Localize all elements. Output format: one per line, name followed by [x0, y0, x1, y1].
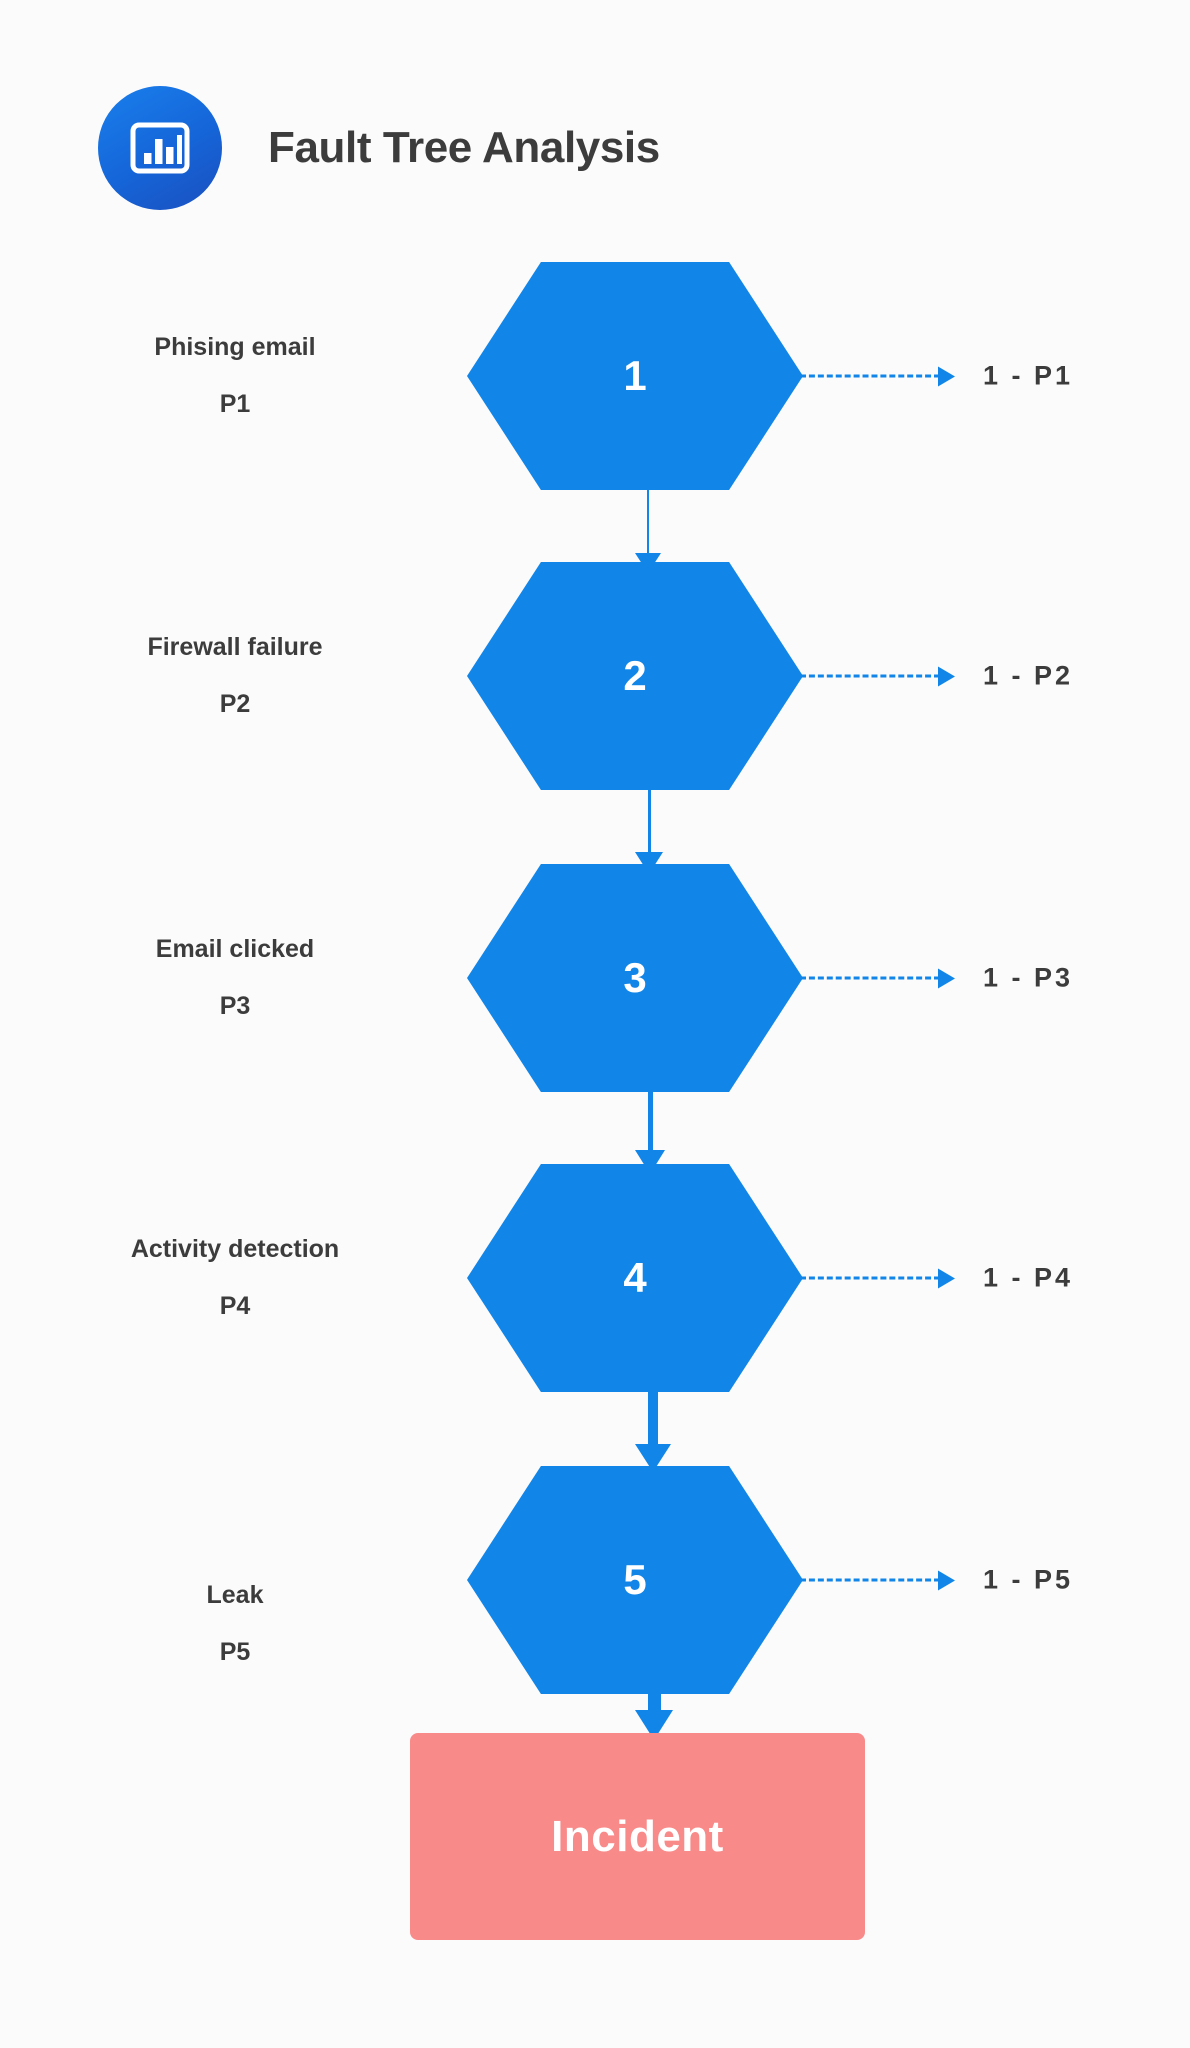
dashed-line-icon [800, 674, 940, 678]
dashed-line-icon [800, 1578, 940, 1582]
dashed-line-icon [800, 976, 940, 980]
connector-2-to-3 [635, 790, 663, 874]
connector-3-to-4 [635, 1092, 665, 1174]
node-label-3: Email clicked P3 [40, 934, 430, 1021]
node-hexagon-3[interactable]: 3 [467, 864, 803, 1092]
page-header: Fault Tree Analysis [98, 86, 660, 210]
node-hexagon-4[interactable]: 4 [467, 1164, 803, 1392]
complement-label-4: 1 - P4 [983, 1262, 1074, 1293]
node-number-4: 4 [623, 1254, 647, 1301]
node-title-1: Phising email [154, 332, 316, 361]
node-hexagon-5[interactable]: 5 [467, 1466, 803, 1694]
arrowhead-icon [938, 666, 955, 686]
node-hexagon-2[interactable]: 2 [467, 562, 803, 790]
node-number-5: 5 [623, 1556, 647, 1603]
node-hexagon-1[interactable]: 1 [467, 262, 803, 490]
complement-branch-3: 1 - P3 [800, 963, 1073, 994]
arrowhead-icon [938, 366, 955, 386]
node-number-3: 3 [623, 954, 647, 1001]
fault-node-3: Email clicked P3 3 1 - P3 [0, 864, 1190, 1092]
complement-label-2: 1 - P2 [983, 660, 1074, 691]
fault-node-4: Activity detection P4 4 1 - P4 [0, 1164, 1190, 1392]
node-title-4: Activity detection [130, 1234, 340, 1263]
connector-1-to-2 [635, 490, 661, 573]
fault-node-5: Leak P5 5 1 - P5 [0, 1466, 1190, 1694]
node-label-2: Firewall failure P2 [40, 632, 430, 719]
connector-4-to-5 [635, 1392, 671, 1472]
node-probability-2: P2 [219, 689, 251, 718]
node-label-5: Leak P5 [40, 1580, 430, 1667]
node-number-2: 2 [623, 652, 647, 699]
complement-label-3: 1 - P3 [983, 962, 1074, 993]
fault-node-2: Firewall failure P2 2 1 - P2 [0, 562, 1190, 790]
arrowhead-icon [938, 1570, 955, 1590]
fault-node-1: Phising email P1 1 1 - P1 [0, 262, 1190, 490]
node-label-1: Phising email P1 [40, 332, 430, 419]
node-label-4: Activity detection P4 [40, 1234, 430, 1321]
complement-branch-5: 1 - P5 [800, 1565, 1073, 1596]
complement-branch-1: 1 - P1 [800, 361, 1073, 392]
node-title-5: Leak [206, 1580, 264, 1609]
complement-branch-4: 1 - P4 [800, 1263, 1073, 1294]
complement-branch-2: 1 - P2 [800, 661, 1073, 692]
page-title: Fault Tree Analysis [268, 123, 660, 172]
arrowhead-icon [938, 968, 955, 988]
node-probability-3: P3 [219, 991, 251, 1020]
node-title-2: Firewall failure [147, 632, 323, 661]
bar-chart-icon [98, 86, 222, 210]
arrowhead-icon [938, 1268, 955, 1288]
node-number-1: 1 [623, 352, 647, 399]
dashed-line-icon [800, 374, 940, 378]
dashed-line-icon [800, 1276, 940, 1280]
node-probability-1: P1 [219, 389, 251, 418]
node-probability-5: P5 [219, 1637, 251, 1666]
complement-label-1: 1 - P1 [983, 360, 1074, 391]
incident-box[interactable]: Incident [410, 1733, 865, 1940]
incident-label: Incident [551, 1811, 724, 1861]
node-probability-4: P4 [219, 1291, 251, 1320]
complement-label-5: 1 - P5 [983, 1564, 1074, 1595]
node-title-3: Email clicked [155, 934, 315, 963]
